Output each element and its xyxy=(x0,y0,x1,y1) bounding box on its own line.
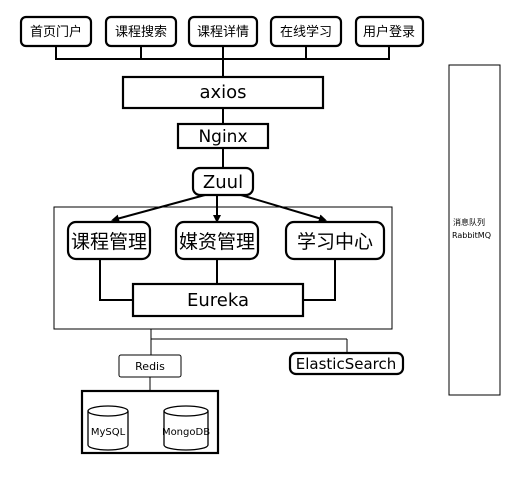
service-label-media-management: 媒资管理 xyxy=(179,231,255,253)
zuul-label: Zuul xyxy=(203,172,243,193)
frontend-label-online-learning: 在线学习 xyxy=(280,24,332,40)
axios-box: axios xyxy=(121,75,325,110)
frontend-box-course-detail: 课程详情 xyxy=(187,15,259,48)
elasticsearch-label: ElasticSearch xyxy=(296,355,396,373)
frontend-box-course-search: 课程搜索 xyxy=(104,15,178,48)
eureka-connectors xyxy=(99,259,336,301)
eureka-label: Eureka xyxy=(187,290,249,311)
service-box-media-management: 媒资管理 xyxy=(174,220,260,261)
nginx-label: Nginx xyxy=(198,127,247,147)
frontend-box-portal: 首页门户 xyxy=(19,15,93,48)
redis-label: Redis xyxy=(135,360,165,373)
mysql-label: MySQL xyxy=(91,427,126,438)
eureka-box: Eureka xyxy=(131,282,305,318)
mongodb-label: MongoDB xyxy=(162,427,210,438)
storage-connectors xyxy=(149,329,348,391)
service-box-learning-center: 学习中心 xyxy=(284,220,386,261)
nginx-box: Nginx xyxy=(176,122,270,150)
frontend-label-course-detail: 课程详情 xyxy=(197,25,249,40)
redis-box: Redis xyxy=(118,354,182,378)
frontend-box-user-login: 用户登录 xyxy=(354,15,425,48)
frontend-label-user-login: 用户登录 xyxy=(363,24,415,40)
mongodb-cylinder: MongoDB xyxy=(162,405,210,451)
frontend-connectors xyxy=(55,46,390,77)
frontend-box-online-learning: 在线学习 xyxy=(269,15,343,48)
frontend-label-course-search: 课程搜索 xyxy=(115,25,167,40)
mq-title: 消息队列 xyxy=(453,217,485,227)
mysql-cylinder: MySQL xyxy=(87,405,129,451)
axios-label: axios xyxy=(199,82,246,103)
frontend-label-portal: 首页门户 xyxy=(30,24,82,40)
zuul-arrows xyxy=(111,194,327,223)
service-label-learning-center: 学习中心 xyxy=(297,231,373,253)
mq-panel: 消息队列 RabbitMQ xyxy=(448,64,501,396)
zuul-box: Zuul xyxy=(191,166,255,197)
mq-name: RabbitMQ xyxy=(452,231,491,240)
service-label-course-management: 课程管理 xyxy=(71,231,147,253)
service-box-course-management: 课程管理 xyxy=(66,220,152,261)
elasticsearch-box: ElasticSearch xyxy=(288,351,405,376)
